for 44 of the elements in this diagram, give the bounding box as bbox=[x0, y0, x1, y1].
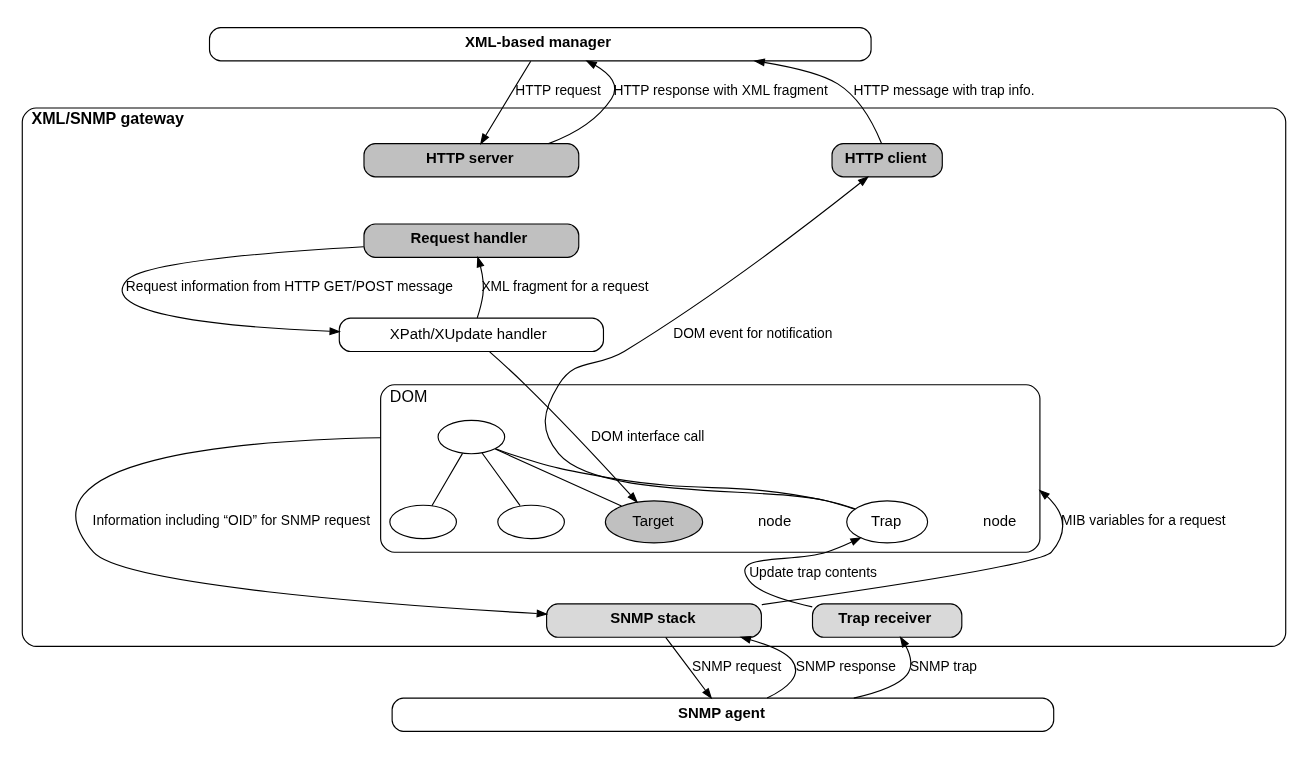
node-box: HTTP client bbox=[831, 142, 943, 177]
node-ellipse bbox=[497, 504, 565, 539]
arrow bbox=[753, 58, 883, 144]
connector bbox=[494, 447, 623, 507]
arrow bbox=[489, 350, 639, 503]
node-ellipse bbox=[389, 504, 458, 539]
arrow bbox=[476, 255, 485, 318]
arrow bbox=[121, 245, 365, 335]
node-box: SNMP stack bbox=[546, 602, 762, 638]
node-box: Trap receiver bbox=[811, 602, 963, 638]
arrow bbox=[761, 488, 1064, 605]
edge-label: MIB variables for a request bbox=[1061, 512, 1226, 528]
connector bbox=[431, 452, 464, 506]
edge-label: SNMP response bbox=[795, 658, 896, 674]
edge-label: DOM interface call bbox=[591, 428, 705, 444]
arrow bbox=[75, 436, 549, 618]
edge-label: Request information from HTTP GET/POST message bbox=[125, 278, 453, 294]
edge-label: Information including “OID” for SNMP request bbox=[92, 512, 371, 528]
node-box: XML-based manager bbox=[208, 26, 872, 61]
arrow bbox=[853, 635, 912, 699]
arrow bbox=[744, 536, 862, 607]
node-box: SNMP agent bbox=[391, 697, 1055, 732]
node-ellipse: Target bbox=[604, 499, 704, 543]
connector bbox=[495, 447, 856, 509]
edge-label: HTTP request bbox=[515, 82, 601, 98]
arrow bbox=[739, 635, 797, 699]
arrow bbox=[544, 175, 870, 510]
node-ellipse bbox=[437, 419, 506, 454]
node-box: HTTP server bbox=[363, 142, 580, 177]
connector bbox=[481, 451, 521, 506]
node-label: node bbox=[758, 511, 792, 529]
edge-label: HTTP response with XML fragment bbox=[613, 82, 828, 98]
edge-label: Update trap contents bbox=[749, 564, 877, 580]
node-box: XPath/XUpdate handler bbox=[338, 317, 605, 352]
edge-label: HTTP message with trap info. bbox=[853, 82, 1035, 98]
arrow bbox=[665, 636, 713, 699]
edge-label: SNMP trap bbox=[909, 658, 977, 674]
arrow bbox=[479, 60, 532, 145]
node-label: node bbox=[983, 511, 1017, 529]
node-ellipse: Trap bbox=[846, 499, 929, 543]
arrow bbox=[548, 59, 616, 144]
node-box: Request handler bbox=[363, 222, 580, 258]
edge-label: DOM event for notification bbox=[673, 325, 833, 341]
edge-label: SNMP request bbox=[692, 658, 782, 674]
